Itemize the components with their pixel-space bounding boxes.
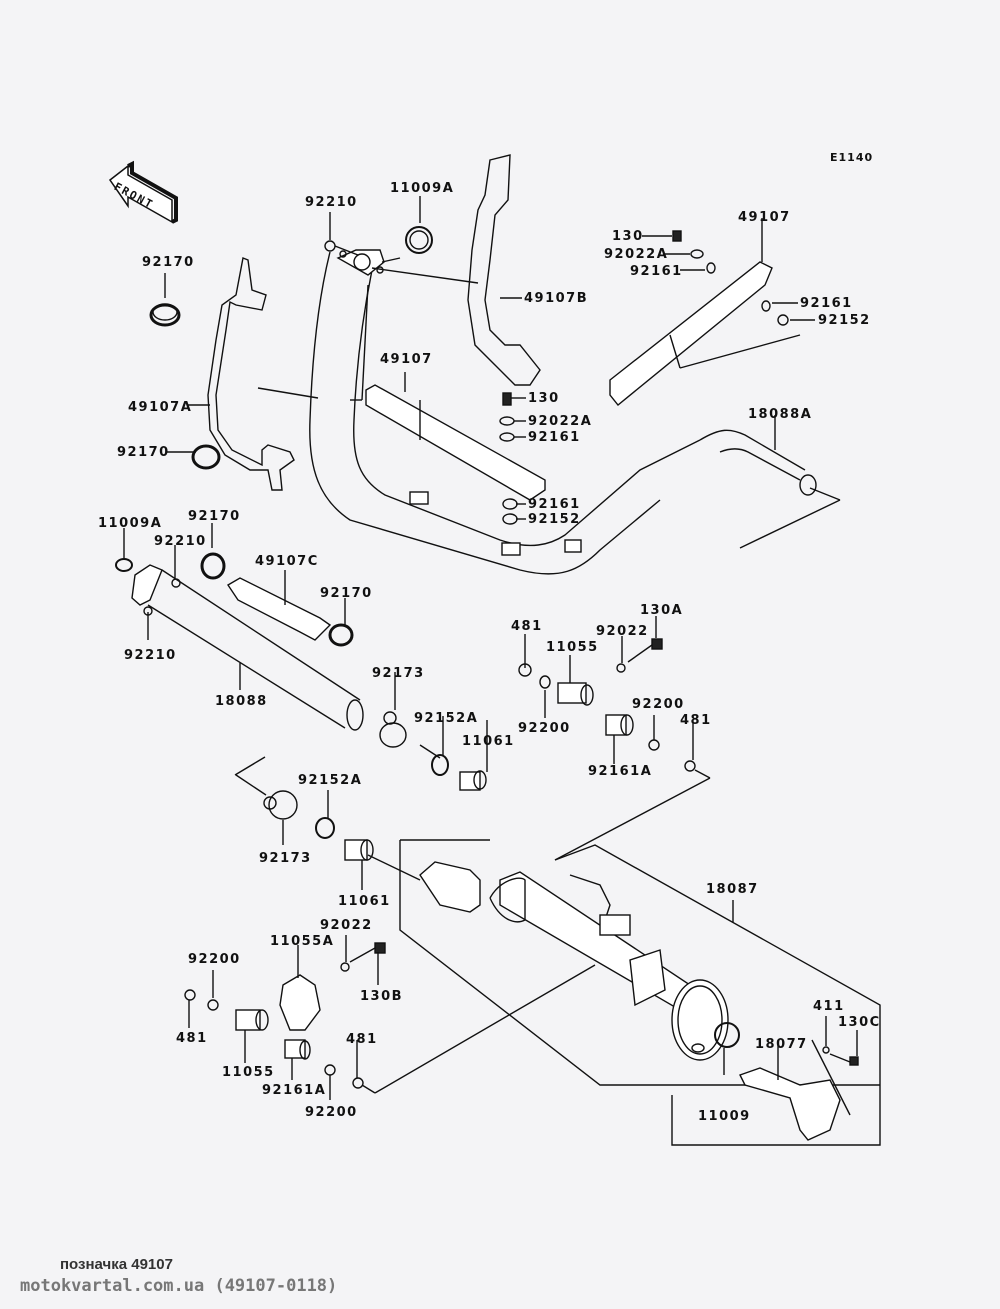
washer-icon [502,498,526,525]
part-label-92210[interactable]: 92210 [305,195,358,210]
part-label-92200[interactable]: 92200 [632,697,685,712]
hose-clamp-icon [166,444,221,470]
part-label-49107[interactable]: 49107 [380,352,433,367]
part-label-411[interactable]: 411 [813,999,845,1014]
part-label-130B[interactable]: 130B [360,989,404,1004]
part-label-92152[interactable]: 92152 [818,313,871,328]
part-label-92170[interactable]: 92170 [142,255,195,270]
part-label-92170[interactable]: 92170 [320,586,373,601]
nut-icon [324,212,336,252]
part-label-92022A[interactable]: 92022A [528,414,593,429]
part-label-92200[interactable]: 92200 [188,952,241,967]
part-label-92200[interactable]: 92200 [305,1105,358,1120]
heat-shield-49107-center [365,372,546,501]
washer-icon [499,416,526,442]
diagram-code: E1140 [830,151,874,164]
part-label-49107[interactable]: 49107 [738,210,791,225]
part-label-92170[interactable]: 92170 [117,445,170,460]
part-label-18088A[interactable]: 18088A [748,407,813,422]
part-label-481[interactable]: 481 [680,713,712,728]
part-label-11061[interactable]: 11061 [338,894,391,909]
part-label-92161[interactable]: 92161 [800,296,853,311]
part-label-481[interactable]: 481 [176,1031,208,1046]
pipe-18088 [115,528,364,731]
heat-shield-49107-right [609,218,801,406]
pipe-18088A [699,415,841,549]
part-label-92152A[interactable]: 92152A [298,773,363,788]
tail-parts [714,1016,859,1141]
part-label-18088[interactable]: 18088 [215,694,268,709]
part-label-130C[interactable]: 130C [838,1015,881,1030]
header-pipe [309,245,701,575]
part-label-92161[interactable]: 92161 [630,264,683,279]
part-label-130A[interactable]: 130A [640,603,684,618]
front-arrow-icon [108,160,178,224]
hanger-group-right [518,616,711,861]
part-label-11055[interactable]: 11055 [222,1065,275,1080]
part-label-49107B[interactable]: 49107B [524,291,589,306]
caption: позначка 49107 [60,1256,173,1273]
part-label-92161[interactable]: 92161 [528,430,581,445]
gasket-icon [405,196,433,254]
part-label-49107A[interactable]: 49107A [128,400,193,415]
part-label-92161A[interactable]: 92161A [262,1083,327,1098]
part-label-18087[interactable]: 18087 [706,882,759,897]
bolt-icon [502,392,526,406]
part-label-11009A[interactable]: 11009A [390,181,455,196]
part-label-92200[interactable]: 92200 [518,721,571,736]
muffler-18087 [399,839,881,1146]
site-watermark: motokvartal.com.ua (49107-0118) [20,1276,338,1296]
part-label-11009A[interactable]: 11009A [98,516,163,531]
part-label-92022[interactable]: 92022 [320,918,373,933]
part-label-92161[interactable]: 92161 [528,497,581,512]
part-label-18077[interactable]: 18077 [755,1037,808,1052]
part-label-11055A[interactable]: 11055A [270,934,335,949]
part-label-130[interactable]: 130 [612,229,644,244]
part-label-92152[interactable]: 92152 [528,512,581,527]
heat-shield-49107B [467,154,541,386]
part-label-11009[interactable]: 11009 [698,1109,751,1124]
part-label-481[interactable]: 481 [346,1032,378,1047]
part-label-130[interactable]: 130 [528,391,560,406]
part-label-92161A[interactable]: 92161A [588,764,653,779]
part-label-92022[interactable]: 92022 [596,624,649,639]
part-label-92170[interactable]: 92170 [188,509,241,524]
part-label-92210[interactable]: 92210 [154,534,207,549]
part-label-92022A[interactable]: 92022A [604,247,669,262]
bolt-icon [642,230,682,242]
washer-icon [664,249,815,326]
part-label-92152A[interactable]: 92152A [414,711,479,726]
clamp-92173-upper [234,672,488,791]
part-label-11061[interactable]: 11061 [462,734,515,749]
part-label-92173[interactable]: 92173 [372,666,425,681]
hanger-group-left [184,935,596,1100]
part-label-49107C[interactable]: 49107C [255,554,319,569]
heat-shield-49107A [188,257,319,491]
hose-clamp-icon [200,523,354,647]
clamp-92173-lower [235,774,421,890]
part-label-92173[interactable]: 92173 [259,851,312,866]
muffler-49107C [227,570,332,641]
part-label-92210[interactable]: 92210 [124,648,177,663]
hose-clamp-icon [149,273,181,327]
part-label-11055[interactable]: 11055 [546,640,599,655]
part-label-481[interactable]: 481 [511,619,543,634]
